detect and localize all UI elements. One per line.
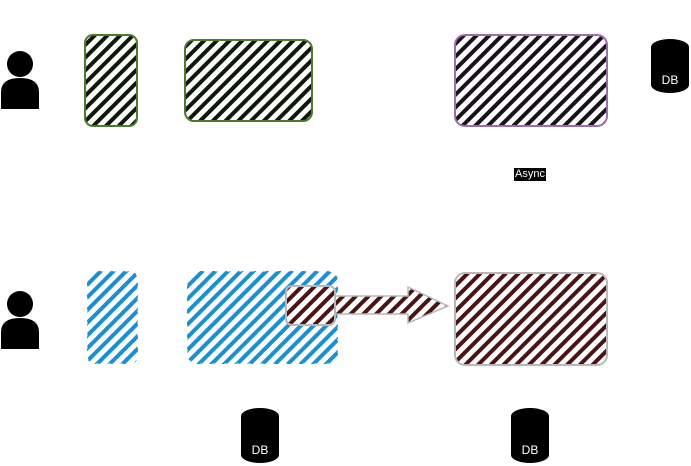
user-actor-top bbox=[1, 51, 39, 109]
bottom-async-service-box bbox=[454, 272, 608, 366]
database-label: DB bbox=[522, 443, 539, 457]
async-label: Async bbox=[514, 168, 546, 181]
top-async-service-box bbox=[454, 34, 608, 127]
database-bottom-left: DB bbox=[241, 408, 279, 463]
bottom-client-box bbox=[86, 270, 139, 365]
async-arrow-connector bbox=[333, 285, 450, 325]
top-client-box bbox=[84, 34, 138, 127]
message-queue-box bbox=[285, 285, 336, 326]
top-service-box bbox=[184, 39, 313, 122]
user-actor-bottom bbox=[1, 291, 39, 349]
database-label: DB bbox=[662, 73, 679, 87]
database-label: DB bbox=[252, 443, 269, 457]
database-top-right: DB bbox=[651, 39, 689, 93]
database-bottom-right: DB bbox=[511, 408, 549, 463]
